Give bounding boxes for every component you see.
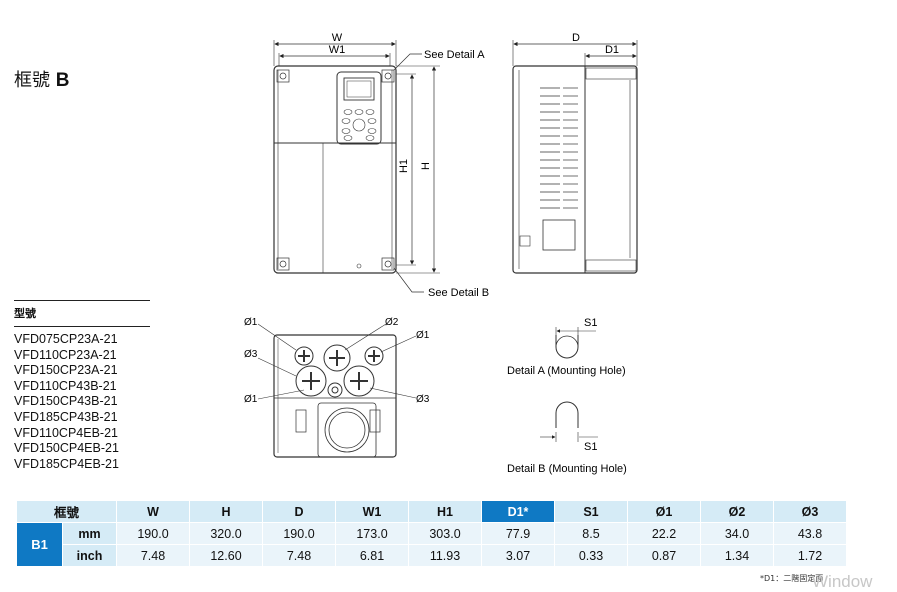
table-unit-cell: mm [62,522,117,545]
table-header-row: 框號 W H D W1 H1 D1* S1 Ø1 Ø2 Ø3 [16,500,847,523]
table-header-cell: Ø2 [700,500,774,523]
table-header-cell-highlight: D1* [481,500,555,523]
table-cell: 22.2 [627,522,701,545]
table-header-cell: Ø3 [773,500,847,523]
table-unit-cell: inch [62,544,117,567]
phi1-label-bottom-left: Ø1 [244,394,258,405]
model-item: VFD110CP4EB-21 [14,425,118,440]
model-item: VFD075CP23A-21 [14,332,118,346]
table-header-cell: H1 [408,500,482,523]
model-list-header: 型號 [14,300,150,327]
table-cell: 7.48 [116,544,190,567]
table-header-cell: W [116,500,190,523]
detail-a-drawing [555,327,596,359]
front-view [273,40,440,293]
dimension-drawings: W W1 H H1 See Detail A See Detail B [244,32,638,475]
model-item: VFD150CP43B-21 [14,394,118,409]
table-frame-cell: B1 [16,522,63,567]
side-view [512,40,638,274]
frame-title: 框號 B [14,66,69,92]
dim-h1-label: H1 [398,159,410,173]
table-header-frame: 框號 [16,500,117,523]
table-cell: 11.93 [408,544,482,567]
table-cell: 7.48 [262,544,336,567]
detail-b-drawing [540,401,598,442]
table-cell: 190.0 [262,522,336,545]
detail-a-callout: See Detail A [424,49,485,61]
frame-title-prefix: 框號 [14,70,50,91]
table-row: inch 7.48 12.60 7.48 6.81 11.93 3.07 0.3… [17,544,847,567]
table-cell: 8.5 [554,522,628,545]
phi1-label-top-left: Ø1 [244,317,258,328]
table-cell: 77.9 [481,522,555,545]
table-cell: 320.0 [189,522,263,545]
dim-d1-label: D1 [605,44,619,56]
model-item: VFD150CP23A-21 [14,363,118,378]
model-item: VFD110CP23A-21 [14,347,117,362]
dimension-table: 框號 W H D W1 H1 D1* S1 Ø1 Ø2 Ø3 B1 mm 190… [16,500,847,567]
model-item: VFD150CP4EB-21 [14,441,119,456]
frame-title-code: B [55,70,70,91]
table-header-cell: S1 [554,500,628,523]
table-cell: 12.60 [189,544,263,567]
detail-b-callout: See Detail B [428,287,489,299]
table-cell: 173.0 [335,522,409,545]
table-header-cell: D [262,500,336,523]
table-cell: 0.33 [554,544,628,567]
table-footnote: *D1：二階固定面 [760,574,824,583]
model-list: VFD075CP23A-21 VFD110CP23A-21 VFD150CP23… [14,332,119,472]
dim-d-label: D [572,32,580,44]
table-cell: 34.0 [700,522,774,545]
model-item: VFD110CP43B-21 [14,378,117,393]
table-cell: 3.07 [481,544,555,567]
phi3-label-right: Ø3 [416,394,430,405]
detail-b-s1-label: S1 [584,441,597,453]
phi1-label-right: Ø1 [416,330,430,341]
table-header-cell: W1 [335,500,409,523]
phi2-label: Ø2 [385,317,399,328]
detail-b-label: Detail B (Mounting Hole) [507,463,627,475]
bottom-view [257,323,417,458]
table-row: B1 mm 190.0 320.0 190.0 173.0 303.0 77.9… [16,522,847,567]
table-cell: 43.8 [773,522,847,545]
table-cell: 303.0 [408,522,482,545]
table-cell: 1.34 [700,544,774,567]
dim-w-label: W [332,32,343,44]
windows-watermark: Window [812,572,873,591]
table-header-cell: H [189,500,263,523]
table-cell: 6.81 [335,544,409,567]
phi3-label-left: Ø3 [244,349,258,360]
model-item: VFD185CP4EB-21 [14,456,119,471]
table-cell: 0.87 [627,544,701,567]
model-item: VFD185CP43B-21 [14,409,118,424]
dim-w1-label: W1 [329,44,346,56]
table-header-cell: Ø1 [627,500,701,523]
dim-h-label: H [420,162,432,170]
table-cell: 190.0 [116,522,190,545]
table-cell: 1.72 [773,544,847,567]
detail-a-s1-label: S1 [584,317,597,329]
detail-a-label: Detail A (Mounting Hole) [507,365,626,377]
